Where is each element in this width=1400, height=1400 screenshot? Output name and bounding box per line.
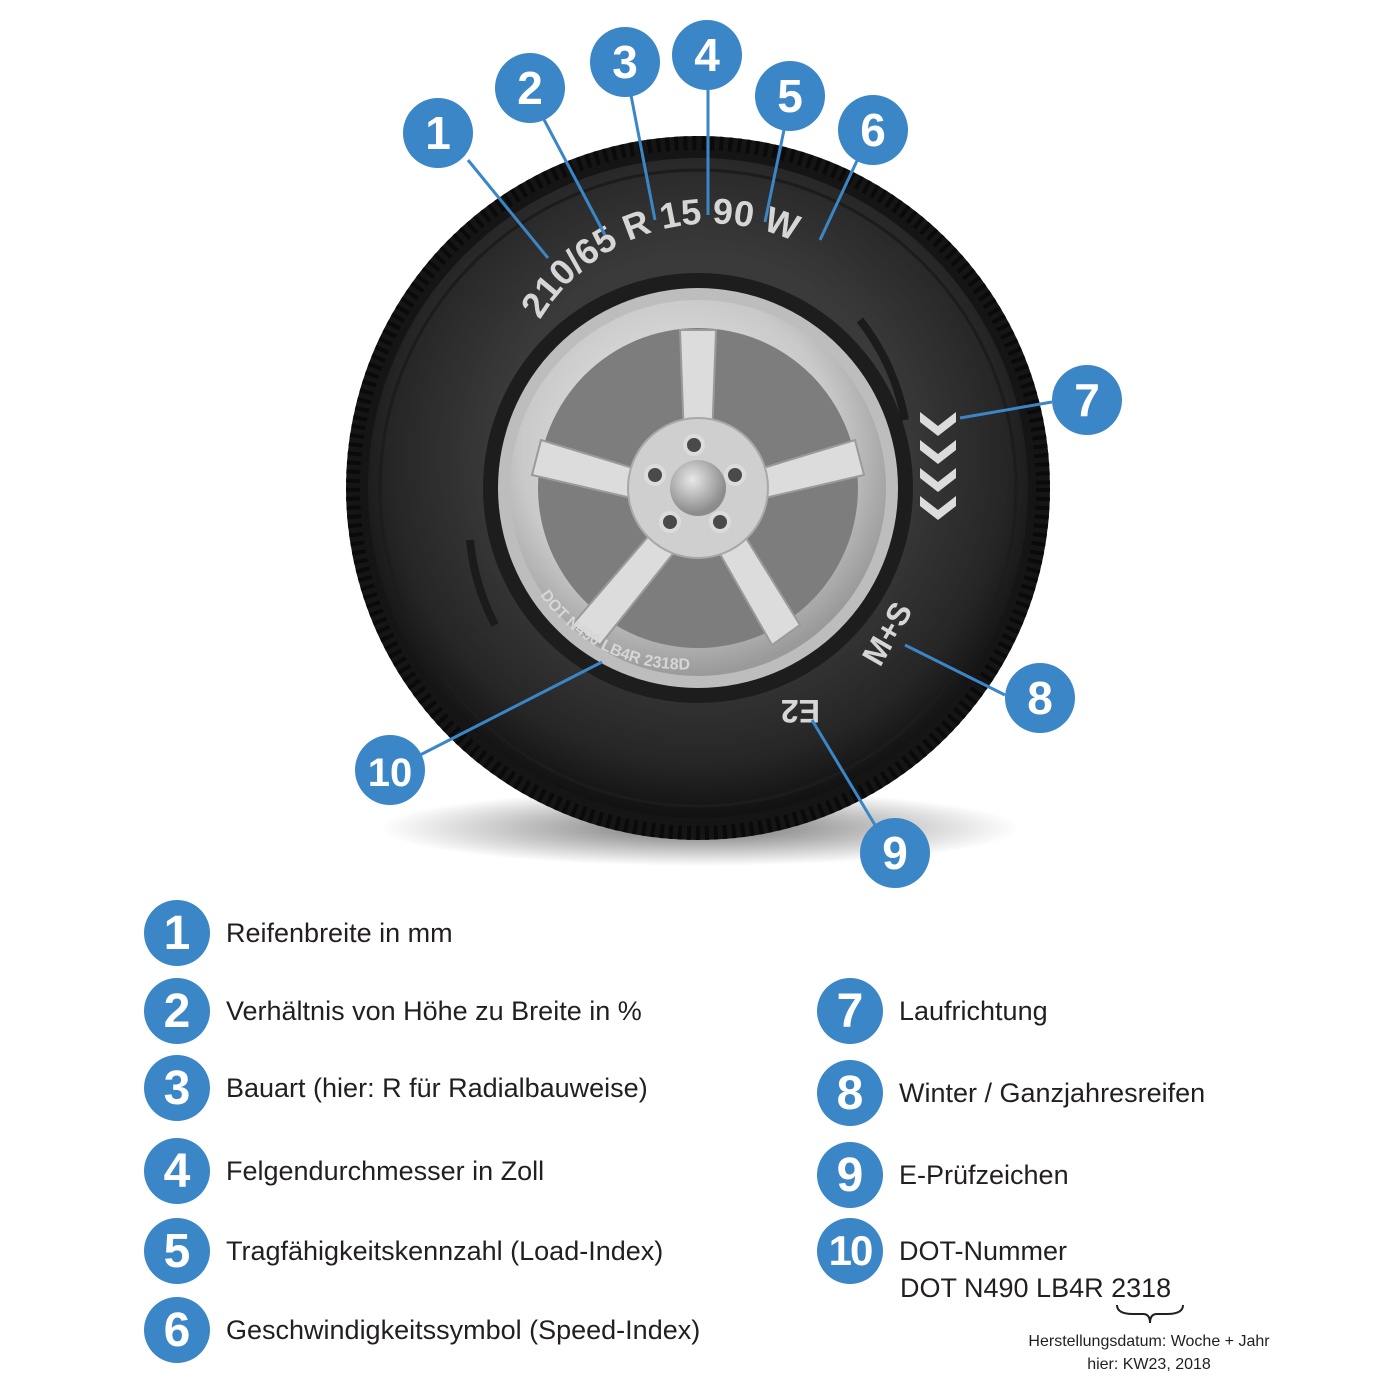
date-note: Herstellungsdatum: Woche + Jahr hier: KW…	[1008, 1330, 1290, 1376]
legend-item-6: 6 Geschwindigkeitssymbol (Speed-Index)	[144, 1297, 700, 1363]
callout-6: 6	[838, 95, 908, 165]
callout-badge-circle	[672, 20, 742, 90]
callout-badge-circle	[403, 98, 473, 168]
callout-number: 2	[517, 62, 543, 114]
legend-text: Laufrichtung	[899, 995, 1048, 1026]
wheel-rim	[498, 288, 898, 688]
legend-item-10: 10 DOT-Nummer	[817, 1218, 1067, 1284]
callout-4: 4	[672, 20, 742, 90]
callout-number: 7	[1074, 374, 1100, 426]
callout-badge-circle	[1052, 365, 1122, 435]
callout-number: 9	[882, 827, 908, 879]
sidewall-groove-left	[466, 539, 499, 627]
legend-number-badge: 2	[144, 978, 210, 1044]
legend-item-7: 7 Laufrichtung	[817, 978, 1048, 1044]
legend-text: DOT-Nummer	[899, 1235, 1067, 1266]
callout-badges: 1 2 3 4 5 6 7 8 9 10	[355, 20, 1122, 888]
callout-number: 5	[777, 70, 803, 122]
callout-2: 2	[495, 53, 565, 123]
legend-number-badge: 10	[817, 1218, 883, 1284]
callout-9: 9	[860, 818, 930, 888]
legend-text: E-Prüfzeichen	[899, 1159, 1069, 1190]
callout-badge-circle	[860, 818, 930, 888]
legend-number-badge: 5	[144, 1218, 210, 1284]
legend-item-2: 2 Verhältnis von Höhe zu Breite in %	[144, 978, 642, 1044]
legend-item-5: 5 Tragfähigkeitskennzahl (Load-Index)	[144, 1218, 663, 1284]
date-note-line2: hier: KW23, 2018	[1087, 1356, 1211, 1373]
legend-text: Bauart (hier: R für Radialbauweise)	[226, 1072, 648, 1103]
callout-badge-circle	[838, 95, 908, 165]
legend-number-badge: 6	[144, 1297, 210, 1363]
callout-5: 5	[755, 61, 825, 131]
date-note-line1: Herstellungsdatum: Woche + Jahr	[1028, 1333, 1270, 1350]
legend-number-badge: 9	[817, 1142, 883, 1208]
sidewall-groove-right	[856, 317, 909, 421]
legend-text: Reifenbreite in mm	[226, 917, 453, 948]
date-brace	[1116, 1304, 1184, 1324]
legend-text: Verhältnis von Höhe zu Breite in %	[226, 995, 642, 1026]
dot-date-code: 2318	[1111, 1273, 1172, 1303]
legend-number-badge: 8	[817, 1060, 883, 1126]
legend-item-3: 3 Bauart (hier: R für Radialbauweise)	[144, 1055, 648, 1121]
leader-lines	[419, 75, 1053, 826]
dot-example-prefix: DOT N490 LB4R	[900, 1273, 1112, 1303]
legend-item-8: 8 Winter / Ganzjahresreifen	[817, 1060, 1205, 1126]
dot-example: DOT N490 LB4R 2318	[900, 1273, 1171, 1304]
legend-text: Geschwindigkeitssymbol (Speed-Index)	[226, 1314, 701, 1345]
legend-item-4: 4 Felgendurchmesser in Zoll	[144, 1138, 544, 1204]
callout-number: 4	[694, 29, 720, 81]
callout-badge-circle	[590, 27, 660, 97]
legend-number-badge: 1	[144, 900, 210, 966]
legend-number-badge: 4	[144, 1138, 210, 1204]
callout-1: 1	[403, 98, 473, 168]
callout-number: 8	[1027, 672, 1053, 724]
callout-3: 3	[590, 27, 660, 97]
callout-badge-circle	[1005, 663, 1075, 733]
callout-badge-circle	[355, 735, 425, 805]
legend-text: Felgendurchmesser in Zoll	[226, 1155, 545, 1186]
callout-number: 6	[860, 104, 886, 156]
callout-badge-circle	[495, 53, 565, 123]
direction-chevrons	[920, 412, 956, 520]
legend-number-badge: 3	[144, 1055, 210, 1121]
callout-number: 10	[368, 751, 413, 795]
legend-text: Tragfähigkeitskennzahl (Load-Index)	[226, 1235, 664, 1266]
callout-8: 8	[1005, 663, 1075, 733]
legend-number-badge: 7	[817, 978, 883, 1044]
tire-diagram: 210/65 R 15 90 W M+S E2 DOT N490 LB4R 23…	[346, 20, 1122, 888]
callout-badge-circle	[755, 61, 825, 131]
legend-item-1: 1 Reifenbreite in mm	[144, 900, 453, 966]
legend-text: Winter / Ganzjahresreifen	[899, 1077, 1206, 1108]
callout-7: 7	[1052, 365, 1122, 435]
callout-number: 1	[425, 107, 451, 159]
callout-number: 3	[612, 36, 638, 88]
legend-item-9: 9 E-Prüfzeichen	[817, 1142, 1069, 1208]
callout-10: 10	[355, 735, 425, 805]
